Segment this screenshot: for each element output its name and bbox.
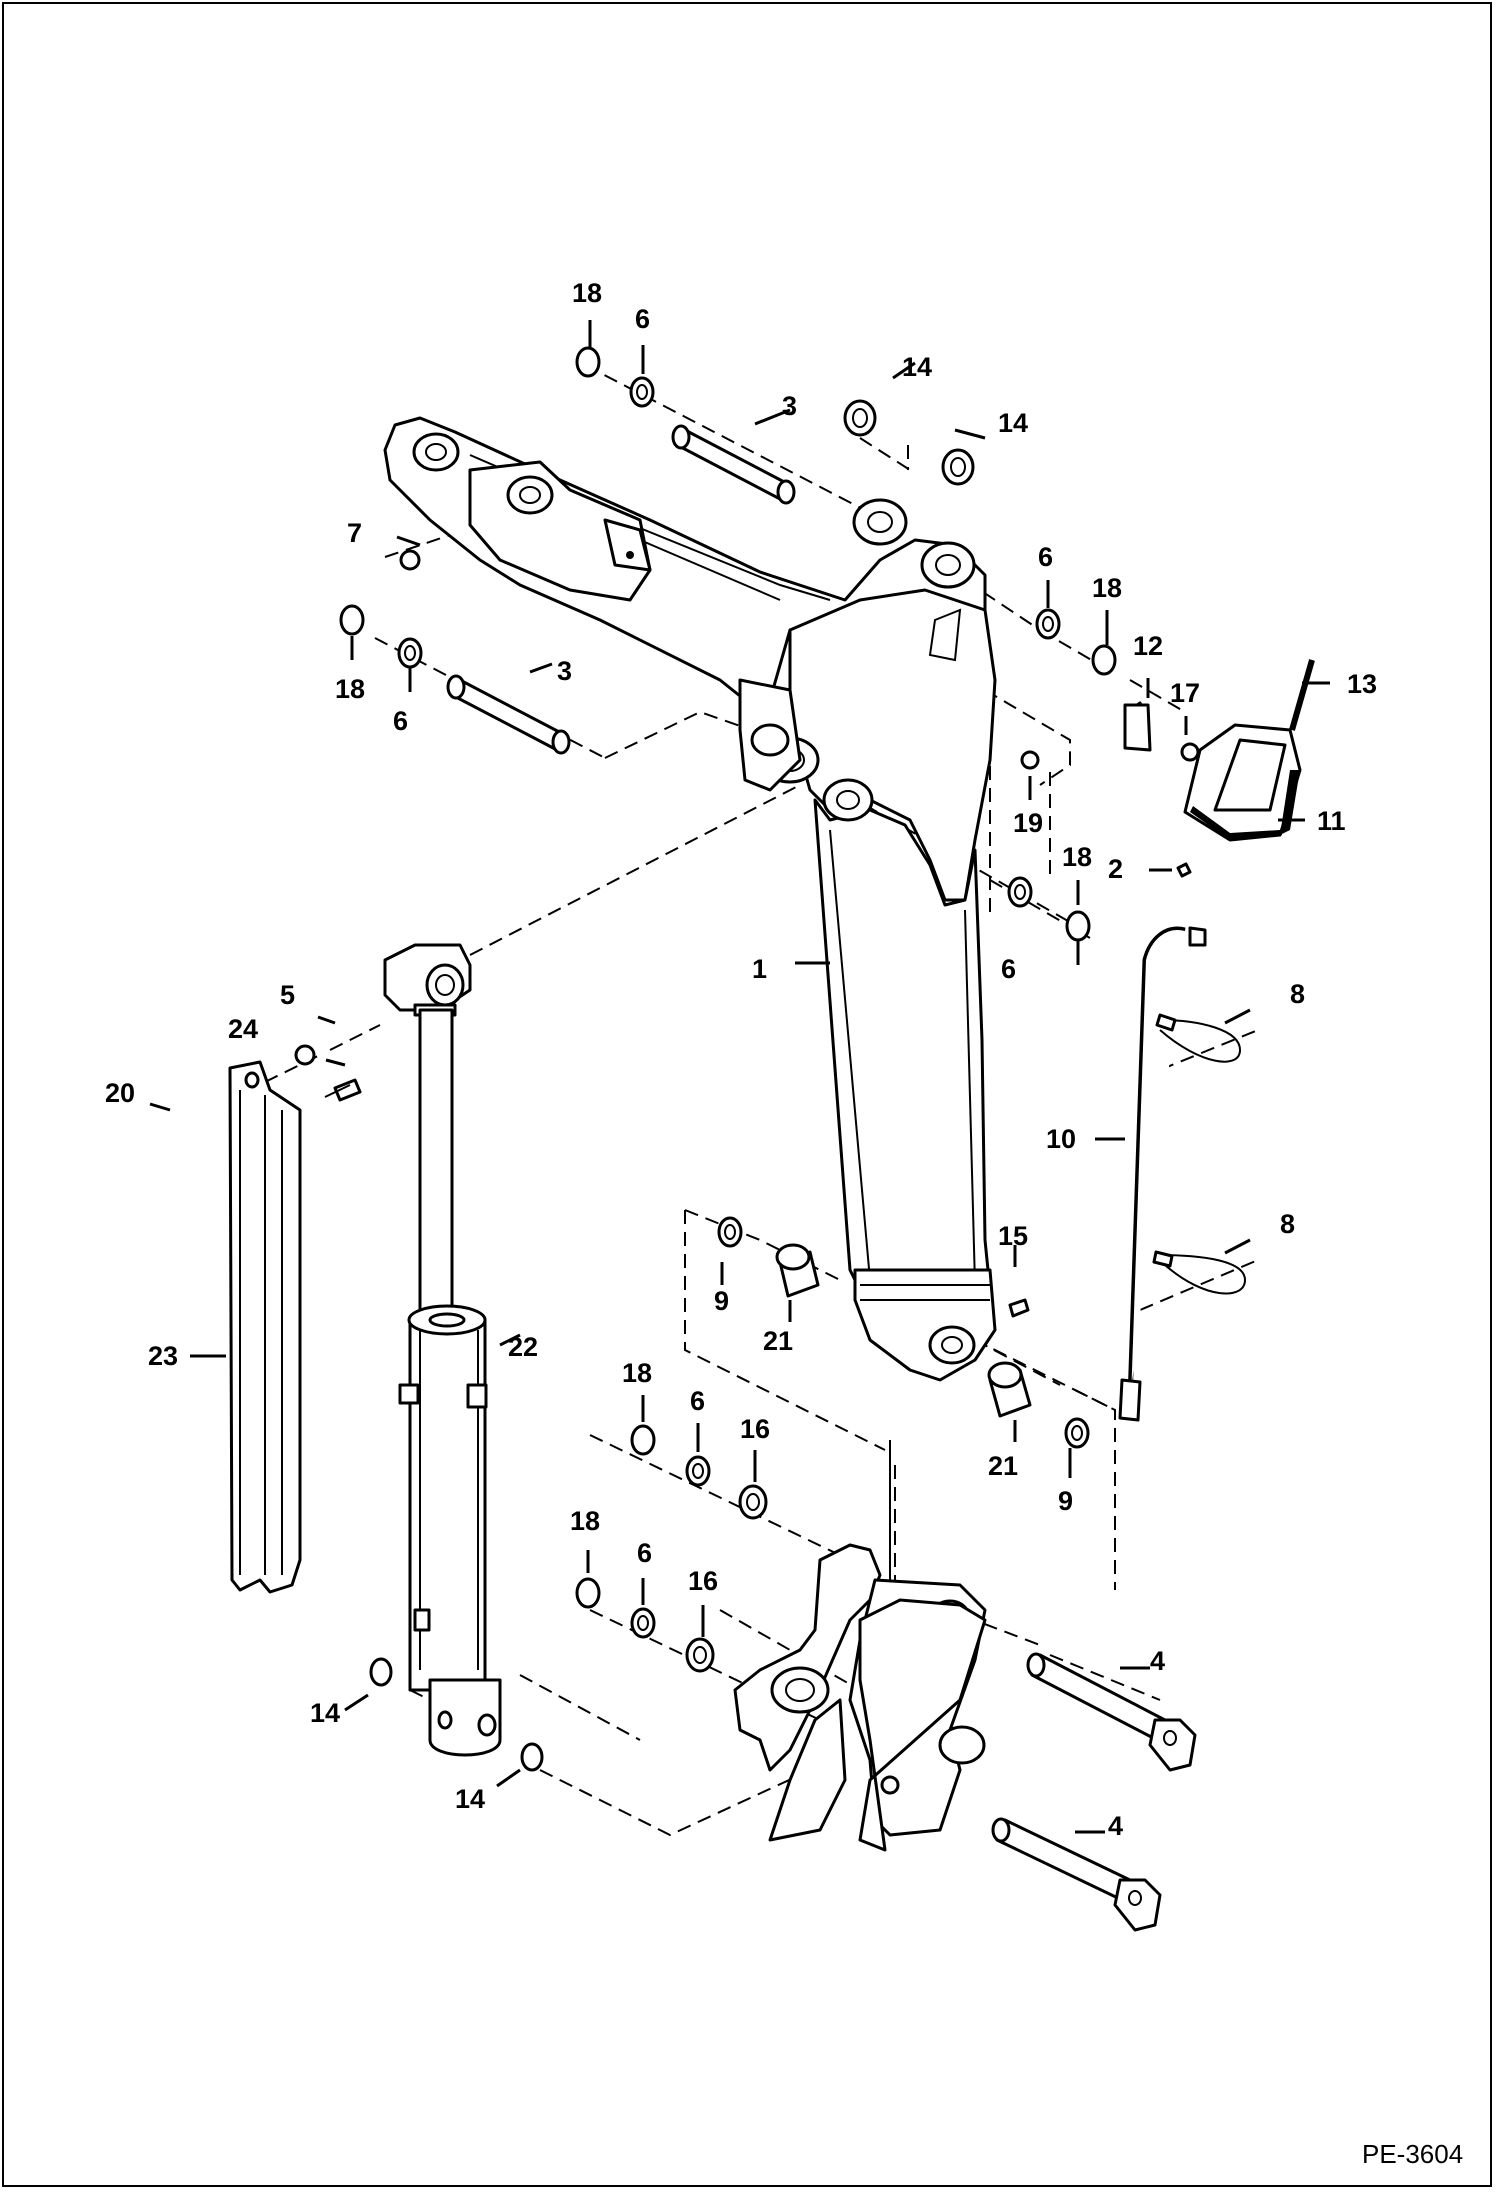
callout-14: 14 [998, 408, 1028, 438]
callout-4: 4 [1108, 1811, 1123, 1841]
callout-16: 16 [688, 1566, 718, 1596]
callout-20: 20 [105, 1078, 135, 1108]
small-hardware [294, 549, 1200, 1318]
callout-1: 1 [752, 954, 767, 984]
callout-2: 2 [1108, 854, 1123, 884]
callout-6: 6 [1038, 542, 1053, 572]
callout-18: 18 [572, 278, 602, 308]
callout-6: 6 [635, 304, 650, 334]
part-4-pin-upper [1026, 1652, 1197, 1772]
callout-18: 18 [335, 674, 365, 704]
part-8-cable-ties [1152, 1013, 1247, 1295]
callout-22: 22 [508, 1332, 538, 1362]
part-11-work-light [1183, 723, 1302, 842]
callout-labels: 18 6 3 14 14 7 6 18 12 17 13 19 11 2 18 … [105, 278, 1377, 1841]
callout-16: 16 [740, 1414, 770, 1444]
callout-5: 5 [280, 980, 295, 1010]
callout-6: 6 [393, 706, 408, 736]
callout-14: 14 [902, 352, 932, 382]
callout-18: 18 [1062, 842, 1092, 872]
callout-18: 18 [570, 1506, 600, 1536]
callout-6: 6 [690, 1386, 705, 1416]
part-3-pin-lower [446, 674, 571, 755]
callout-13: 13 [1347, 669, 1377, 699]
leader-lines [149, 320, 1330, 1834]
callout-24: 24 [228, 1014, 258, 1044]
part-13-bolt [1289, 659, 1315, 731]
part-23-cylinder-guard [228, 1060, 302, 1594]
callout-18: 18 [622, 1358, 652, 1388]
assembly-dashed-lines [264, 364, 1259, 1837]
callout-18: 18 [1092, 573, 1122, 603]
callout-11: 11 [1317, 806, 1346, 836]
callout-15: 15 [998, 1221, 1028, 1251]
washers-and-snap-rings [339, 346, 1117, 1772]
arm-bracket [733, 1543, 987, 1852]
callout-21: 21 [988, 1451, 1018, 1481]
part-10-wire-harness [1118, 926, 1207, 1422]
callout-6: 6 [637, 1538, 652, 1568]
callout-8: 8 [1290, 979, 1305, 1009]
callout-14: 14 [310, 1698, 340, 1728]
callout-14: 14 [455, 1784, 485, 1814]
drawing-reference-number: PE-3604 [1362, 2139, 1463, 2169]
callout-4: 4 [1150, 1646, 1165, 1676]
part-4-pin-lower [991, 1817, 1162, 1932]
callout-9: 9 [714, 1286, 729, 1316]
part-3-pin-upper [671, 424, 796, 505]
callout-10: 10 [1046, 1124, 1076, 1154]
part-1-boom [383, 416, 997, 1382]
callout-7: 7 [347, 518, 362, 548]
callout-3: 3 [782, 391, 797, 421]
callout-17: 17 [1170, 678, 1200, 708]
callout-8: 8 [1280, 1209, 1295, 1239]
callout-19: 19 [1013, 808, 1043, 838]
callout-21: 21 [763, 1326, 793, 1356]
callout-9: 9 [1058, 1486, 1073, 1516]
part-22-boom-cylinder [383, 943, 502, 1757]
callout-12: 12 [1133, 631, 1163, 661]
callout-3: 3 [557, 656, 572, 686]
callout-23: 23 [148, 1341, 178, 1371]
callout-6: 6 [1001, 954, 1016, 984]
part-21-bushings [775, 1243, 1032, 1418]
